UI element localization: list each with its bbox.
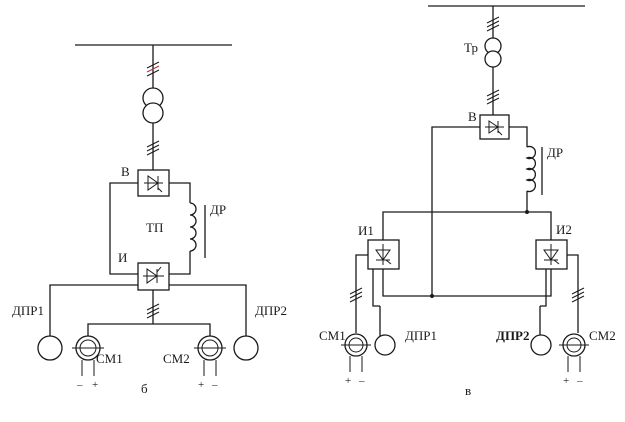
label-sm2: СМ2 <box>589 328 616 343</box>
diagram-b: В ДР ТП И ДПР1 ДПР2 <box>12 44 287 396</box>
dpr1-feed-line <box>49 284 138 336</box>
inverter2-sensor-line <box>540 269 547 307</box>
caption-b: б <box>141 381 148 396</box>
reactor-coil <box>525 145 537 193</box>
sm2-minus-terminal: – <box>576 375 583 387</box>
dc-bus-bottom <box>382 269 552 297</box>
label-sm1: СМ1 <box>319 328 346 343</box>
thyristor-symbol <box>485 120 504 136</box>
sm1-plus-terminal: + <box>92 379 98 391</box>
sm1-minus-terminal: – <box>358 375 365 387</box>
diagram-v: Тр В ДР <box>319 5 616 398</box>
transformer-secondary-winding <box>484 50 502 68</box>
dpr1-sensor-circle <box>374 334 396 356</box>
motor-feed-bus <box>87 323 211 347</box>
caption-v: в <box>465 383 471 398</box>
transformer-secondary-winding <box>142 102 164 124</box>
sm1-minus-terminal: – <box>76 379 83 391</box>
thyristor-symbol <box>375 244 392 265</box>
inverter1-ac-line <box>355 254 368 333</box>
label-dpr2: ДПР2 <box>255 303 287 318</box>
rectifier-positive-line <box>509 126 528 147</box>
thyristor-symbol <box>143 266 164 284</box>
label-converter-v: В <box>121 164 130 179</box>
dc-bus-top <box>382 211 552 240</box>
label-dpr1: ДПР1 <box>405 328 437 343</box>
sm1-motor-symbol <box>72 335 104 376</box>
sm2-motor-symbol <box>194 335 226 376</box>
dpr2-feed-line <box>169 284 247 336</box>
three-phase-ticks <box>571 287 585 303</box>
sm2-minus-terminal: – <box>211 379 218 391</box>
thyristor-symbol <box>144 175 163 193</box>
three-phase-ticks <box>486 16 500 32</box>
label-sm2: СМ2 <box>163 351 190 366</box>
dc-link-left-line <box>109 182 138 275</box>
label-inverter1: И1 <box>358 223 374 238</box>
sm2-motor-symbol <box>559 333 589 372</box>
inverter2-ac-line <box>567 254 579 333</box>
label-transformer: Тр <box>464 40 478 55</box>
label-dpr1: ДПР1 <box>12 303 44 318</box>
thyristor-symbol <box>543 244 560 265</box>
return-line <box>431 126 480 296</box>
label-rectifier: В <box>468 109 477 124</box>
dc-link-right-line <box>169 182 191 203</box>
three-phase-ticks <box>146 140 160 156</box>
label-inverter: И <box>118 250 127 265</box>
label-reactor: ДР <box>547 145 563 160</box>
reactor-coil <box>189 202 197 252</box>
sm1-motor-symbol <box>341 333 371 372</box>
dpr2-sensor-circle <box>530 334 552 356</box>
three-phase-ticks <box>146 303 160 319</box>
label-inverter2: И2 <box>556 222 572 237</box>
label-dpr2: ДПР2 <box>496 328 530 343</box>
dpr1-sensor-circle <box>37 335 63 361</box>
inverter1-sensor-line <box>372 269 380 307</box>
three-phase-ticks <box>349 287 363 303</box>
junction-dot <box>525 210 529 214</box>
label-sm1: СМ1 <box>96 351 123 366</box>
sm1-plus-terminal: + <box>345 375 351 387</box>
junction-dot <box>430 294 434 298</box>
sm2-plus-terminal: + <box>563 375 569 387</box>
three-phase-ticks <box>486 89 500 105</box>
sm2-plus-terminal: + <box>198 379 204 391</box>
dpr2-sensor-circle <box>233 335 259 361</box>
label-tp: ТП <box>146 220 163 235</box>
label-reactor: ДР <box>210 202 226 217</box>
three-phase-ticks <box>146 61 160 77</box>
dc-link-right-lower-line <box>169 251 191 275</box>
